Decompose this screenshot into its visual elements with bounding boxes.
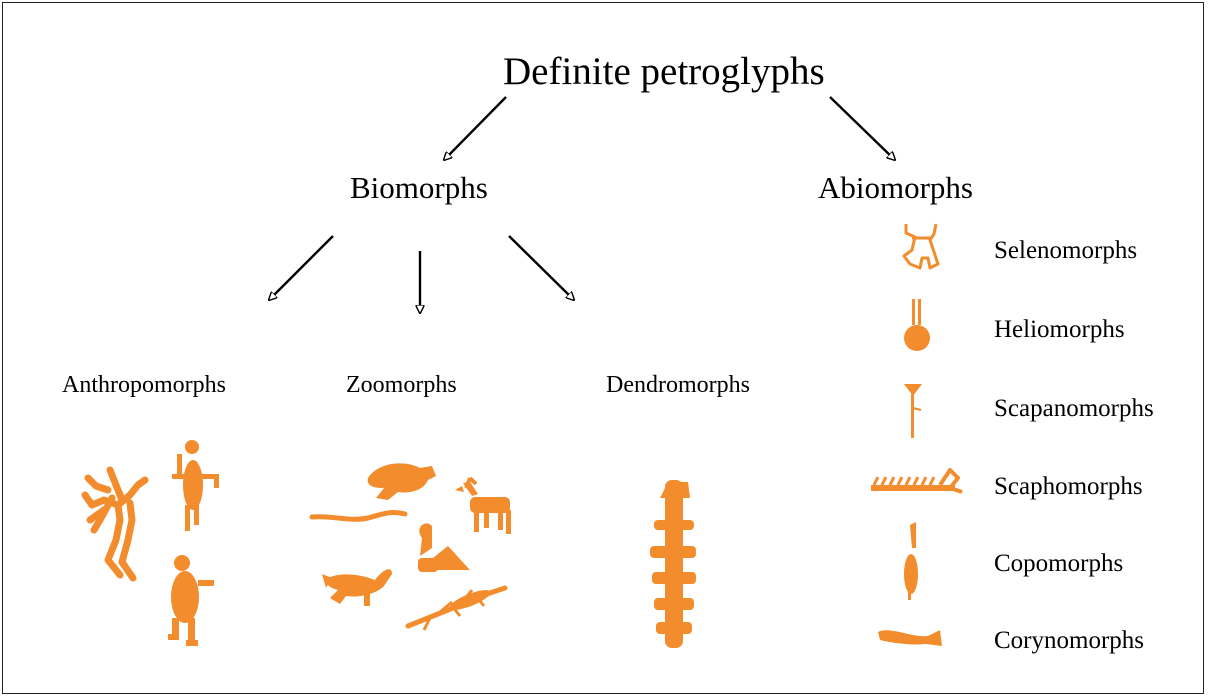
arrows [269, 97, 895, 313]
selenomorphs-label: Selenomorphs [994, 238, 1137, 263]
arrow-biomorphs-to-dendromorphs [509, 236, 574, 300]
scaphomorphs-label: Scaphomorphs [994, 474, 1143, 499]
anthropomorphs-label: Anthropomorphs [62, 373, 226, 397]
zoomorph-glyph-lizard [408, 586, 505, 630]
zoomorphs-label: Zoomorphs [346, 373, 457, 397]
arrow-biomorphs-to-anthropomorphs [269, 236, 333, 300]
anthropomorph-glyphs [85, 440, 219, 646]
biomorphs-node: Biomorphs [350, 172, 488, 203]
heliomorph-icon [904, 299, 930, 351]
arrow-root-to-biomorphs [444, 97, 506, 160]
zoomorph-glyph-snake [312, 513, 405, 520]
dendromorph-glyph [650, 480, 696, 648]
root-node-title: Definite petroglyphs [503, 52, 825, 91]
anthropomorph-glyph-bottom [168, 555, 214, 646]
corynomorph-icon [878, 630, 942, 646]
dendromorphs-label: Dendromorphs [606, 373, 750, 397]
abiomorph-glyphs [871, 224, 962, 646]
scapanomorph-icon [904, 384, 922, 438]
heliomorphs-label: Heliomorphs [994, 317, 1125, 342]
copomorphs-label: Copomorphs [994, 551, 1123, 576]
zoomorph-glyph-deer [455, 478, 511, 534]
selenomorph-icon [904, 224, 938, 268]
scapanomorphs-label: Scapanomorphs [994, 396, 1154, 421]
zoomorph-glyph-bird [418, 523, 470, 572]
copomorph-icon [904, 522, 918, 600]
zoomorph-glyphs [312, 463, 511, 630]
abiomorphs-node: Abiomorphs [818, 172, 973, 203]
zoomorph-glyph-seal [322, 569, 392, 606]
anthropomorph-glyph-branching [85, 470, 145, 578]
arrow-root-to-abiomorphs [830, 97, 895, 160]
zoomorph-glyph-crouching [368, 463, 436, 500]
scaphomorph-icon [871, 470, 962, 492]
corynomorphs-label: Corynomorphs [994, 628, 1144, 653]
anthropomorph-glyph-top [172, 440, 219, 531]
